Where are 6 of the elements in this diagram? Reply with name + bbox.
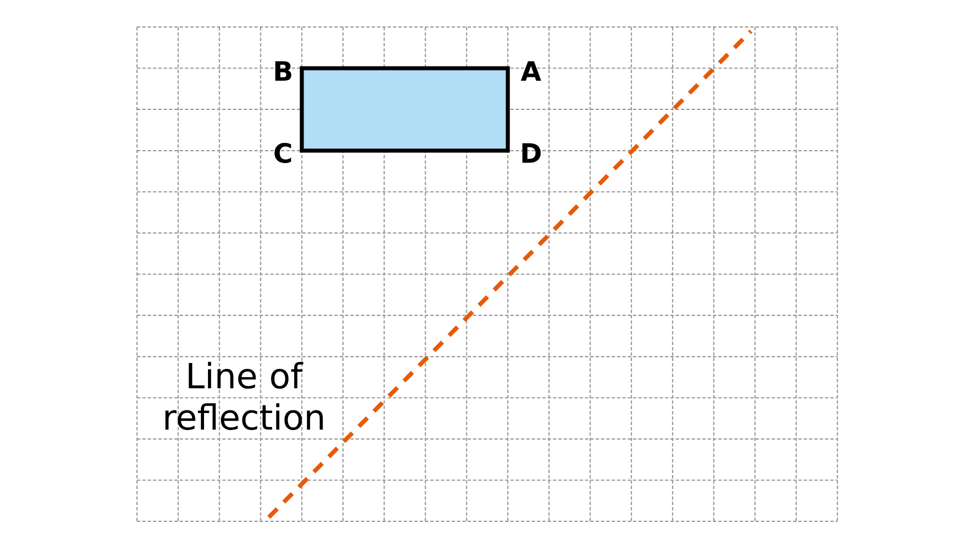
vertex-label: C (274, 142, 292, 164)
line-label: Line of reflection (165, 362, 323, 430)
vertex-label: A (520, 61, 542, 81)
rectangle-shape (300, 66, 510, 153)
vertex-label: D (522, 143, 541, 163)
vertex-label: B (275, 61, 292, 81)
